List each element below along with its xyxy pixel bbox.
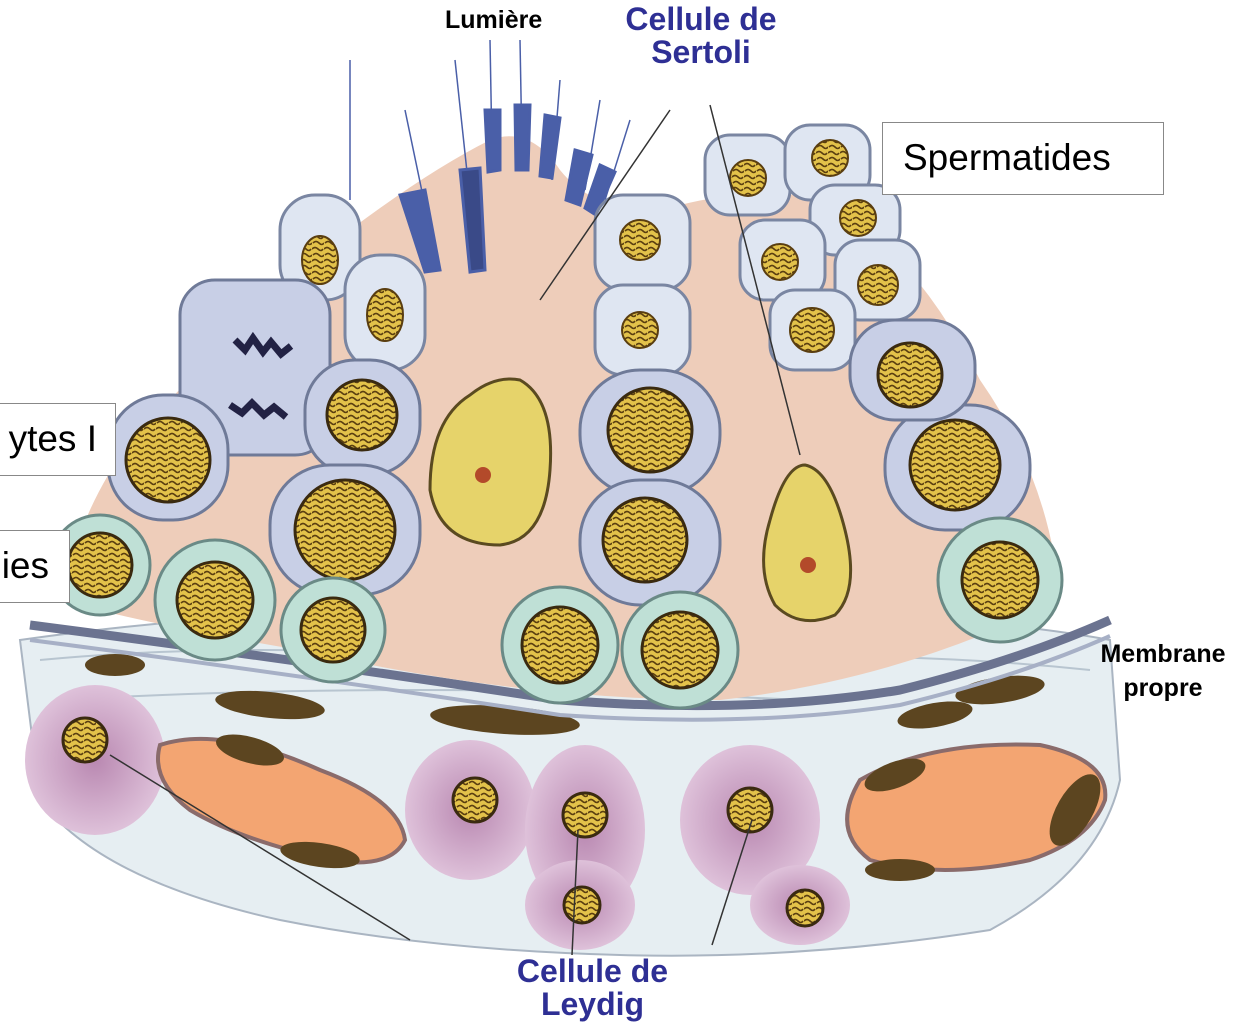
label-spermatogonies: ies	[2, 545, 49, 586]
label-spermatogonies-box: ies	[0, 530, 70, 603]
label-leydig-line2: Leydig	[500, 988, 685, 1021]
label-sertoli-cell: Cellule de Sertoli	[612, 3, 790, 68]
label-spermatocytes: ytes I	[9, 418, 97, 459]
label-sertoli-line1: Cellule de	[612, 3, 790, 36]
label-spermatides-box: Spermatides	[882, 122, 1164, 195]
label-spermatides: Spermatides	[903, 137, 1111, 178]
label-leydig-cell: Cellule de Leydig	[500, 955, 685, 1020]
label-spermatocytes-box: ytes I	[0, 403, 116, 476]
label-membrane-line2: propre	[1082, 672, 1244, 706]
label-membrane-propre: Membrane propre	[1082, 638, 1244, 706]
label-membrane-line1: Membrane	[1082, 638, 1244, 672]
label-sertoli-line2: Sertoli	[612, 36, 790, 69]
label-leydig-line1: Cellule de	[500, 955, 685, 988]
label-lumiere: Lumière	[445, 8, 542, 34]
